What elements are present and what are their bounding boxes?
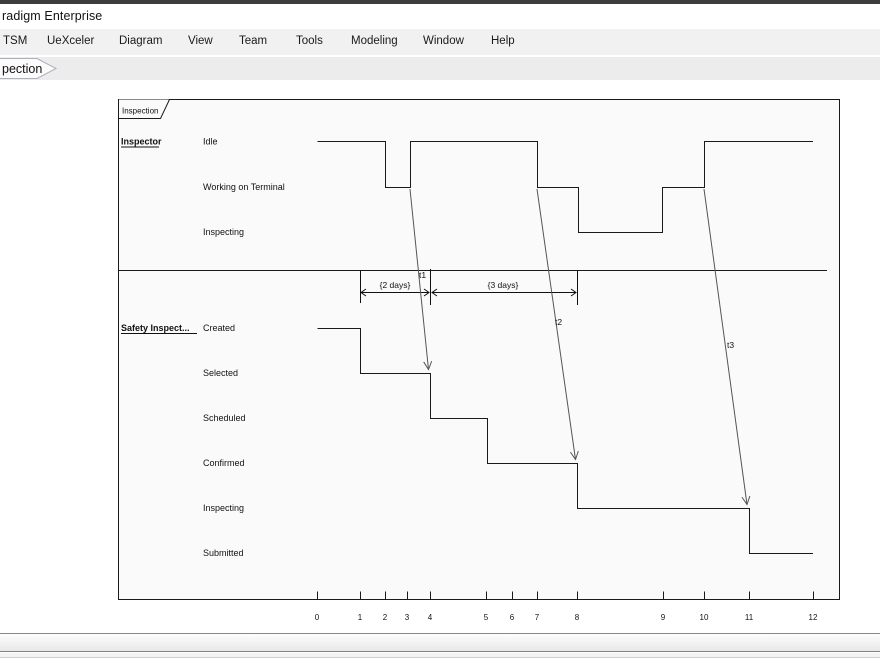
arrowhead-right-icon xyxy=(423,288,430,297)
menu-item-window[interactable]: Window xyxy=(423,35,464,47)
frame-label-pentagon[interactable] xyxy=(118,99,170,119)
state-label-scheduled[interactable]: Scheduled xyxy=(203,413,246,423)
axis-tick-label: 6 xyxy=(510,613,515,622)
state-label-created[interactable]: Created xyxy=(203,323,235,333)
constraint-label-2days[interactable]: {2 days} xyxy=(380,280,411,290)
menu-item-uexceler[interactable]: UeXceler xyxy=(47,35,95,47)
safety-inspection-waveform[interactable] xyxy=(317,328,814,554)
time-axis xyxy=(317,591,814,600)
menu-item-modeling[interactable]: Modeling xyxy=(351,35,398,47)
state-label-confirmed[interactable]: Confirmed xyxy=(203,458,245,468)
diagram-canvas[interactable]: Inspection Inspector Idle Working on Ter… xyxy=(0,80,880,633)
state-label-submitted[interactable]: Submitted xyxy=(203,548,244,558)
menu-item-tsm[interactable]: TSM xyxy=(3,35,28,47)
message-label-t1[interactable]: t1 xyxy=(419,270,426,280)
message-t3[interactable] xyxy=(703,188,747,505)
axis-tick-label: 9 xyxy=(661,613,666,622)
axis-tick-label: 4 xyxy=(428,613,433,622)
window-top-edge xyxy=(0,0,880,4)
message-t2[interactable] xyxy=(536,188,576,460)
arrowhead-left-icon xyxy=(431,288,438,297)
axis-tick-label: 5 xyxy=(484,613,489,622)
bottom-panel-edge xyxy=(0,653,880,658)
axis-tick-label: 2 xyxy=(383,613,388,622)
status-bar xyxy=(0,633,880,652)
timing-diagram: Inspection Inspector Idle Working on Ter… xyxy=(118,99,840,622)
menu-item-tools[interactable]: Tools xyxy=(296,35,323,47)
message-t1[interactable] xyxy=(409,188,429,370)
menu-item-team[interactable]: Team xyxy=(239,35,268,47)
lifeline-name-safety-inspection[interactable]: Safety Inspect... xyxy=(121,323,190,333)
lifeline-name-inspector[interactable]: Inspector xyxy=(121,137,162,147)
axis-tick-label: 1 xyxy=(358,613,363,622)
state-label-selected[interactable]: Selected xyxy=(203,368,238,378)
axis-tick-label: 10 xyxy=(700,613,709,622)
tab-inspection[interactable]: pection xyxy=(0,57,80,80)
axis-tick-label: 3 xyxy=(405,613,410,622)
axis-tick-label: 7 xyxy=(535,613,540,622)
frame-label[interactable]: Inspection xyxy=(122,107,158,116)
inspector-waveform[interactable] xyxy=(317,141,814,233)
axis-tick-label: 0 xyxy=(315,613,320,622)
frame-border[interactable] xyxy=(118,99,840,600)
state-label-idle[interactable]: Idle xyxy=(203,137,218,147)
constraint-label-3days[interactable]: {3 days} xyxy=(488,280,519,290)
axis-tick-label: 11 xyxy=(745,613,754,622)
axis-tick-label: 12 xyxy=(809,613,818,622)
state-label-working-on-terminal[interactable]: Working on Terminal xyxy=(203,182,285,192)
diagram-tab-bar: pection xyxy=(0,57,880,80)
menu-item-view[interactable]: View xyxy=(188,35,213,47)
window-title: radigm Enterprise xyxy=(2,9,103,23)
state-label-inspecting2[interactable]: Inspecting xyxy=(203,503,244,513)
menu-bar: TSM UeXceler Diagram View Team Tools Mod… xyxy=(0,29,880,55)
message-label-t2[interactable]: t2 xyxy=(555,317,562,327)
axis-tick-label: 8 xyxy=(575,613,580,622)
title-bar: radigm Enterprise xyxy=(0,4,880,29)
menu-item-help[interactable]: Help xyxy=(491,35,515,47)
arrowhead-left-icon xyxy=(360,288,367,297)
menu-item-diagram[interactable]: Diagram xyxy=(119,35,163,47)
tab-label: pection xyxy=(2,62,42,76)
message-label-t3[interactable]: t3 xyxy=(727,340,734,350)
time-axis-labels: 0 1 2 3 4 5 6 7 8 9 10 11 12 xyxy=(315,613,818,622)
arrowhead-right-icon xyxy=(570,288,577,297)
state-label-inspecting[interactable]: Inspecting xyxy=(203,227,244,237)
